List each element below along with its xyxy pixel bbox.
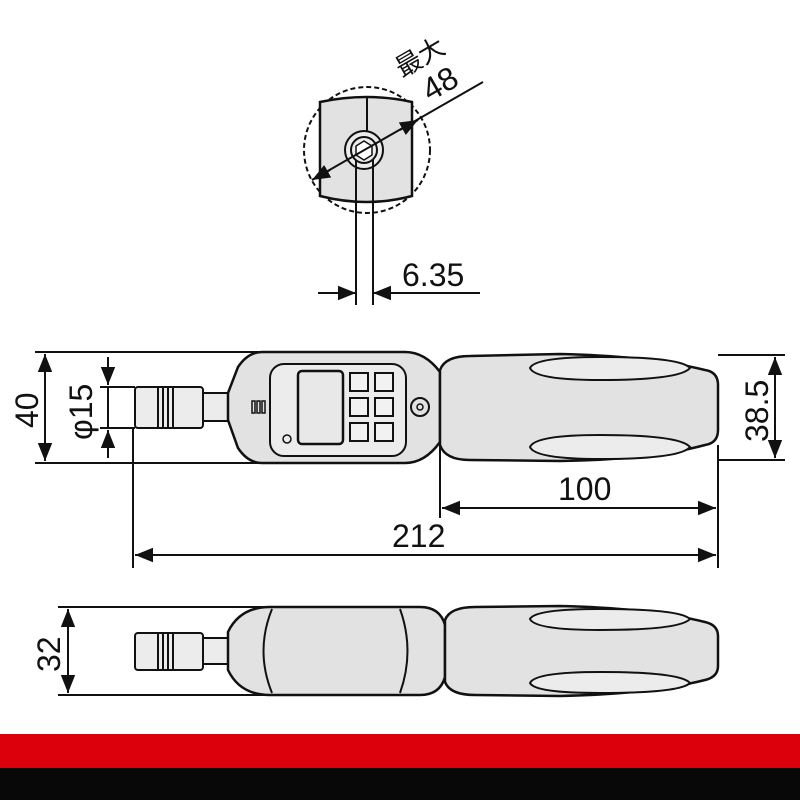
thickness-label: 32 (31, 636, 67, 672)
lcd-screen (296, 369, 345, 446)
key-4 (374, 397, 394, 417)
grip-handle (438, 352, 720, 463)
footer-black-band (0, 768, 800, 800)
key-1 (349, 372, 369, 392)
led-icon (282, 434, 292, 444)
overall-height-label: 40 (9, 392, 45, 428)
grip-height-label: 38.5 (739, 380, 775, 442)
key-2 (374, 372, 394, 392)
overall-length-label: 212 (392, 518, 445, 554)
key-5 (349, 422, 369, 442)
bottom-view: 32 (31, 604, 720, 698)
lock-knob (410, 397, 430, 417)
grip-ridges-icon (251, 400, 266, 414)
key-6 (374, 422, 394, 442)
side-view: 40 φ15 38.5 (9, 350, 785, 568)
top-view: 6.35 48 最大 (303, 32, 484, 305)
bit-size-label: 6.35 (402, 257, 464, 293)
grip-length-label: 100 (558, 471, 611, 507)
footer-red-band (0, 734, 800, 768)
body-bottom (226, 605, 447, 697)
keypad (349, 372, 394, 442)
bit-diameter-label: φ15 (63, 384, 99, 440)
max-diameter-circle (303, 86, 431, 214)
key-3 (349, 397, 369, 417)
